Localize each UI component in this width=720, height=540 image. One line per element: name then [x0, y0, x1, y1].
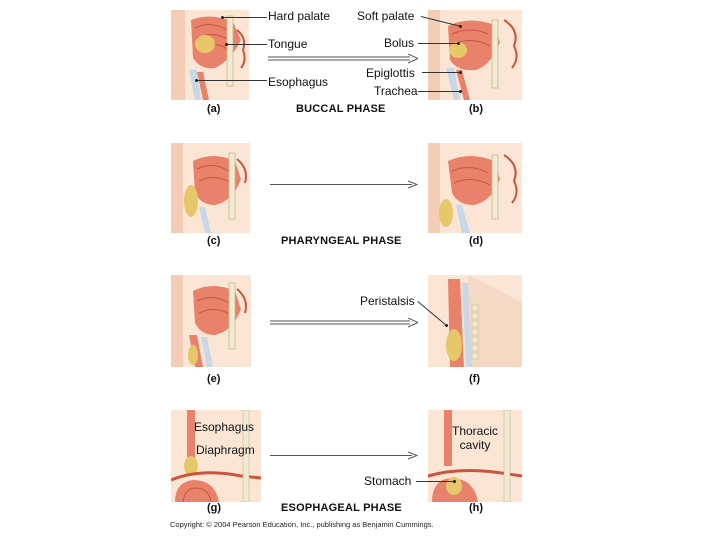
arrow-e-to-f	[270, 318, 418, 328]
dot-stomach	[453, 480, 456, 483]
panel-e-illustration	[171, 275, 251, 367]
dot-trachea	[459, 90, 462, 93]
panel-letter-c: (c)	[207, 235, 221, 247]
leader-tongue	[226, 44, 267, 45]
dot-bolus	[457, 42, 460, 45]
arrow-c-to-d	[270, 180, 418, 189]
label-thoracic-line1: Thoracic	[452, 424, 499, 438]
label-stomach: Stomach	[364, 474, 412, 488]
dot-peristalsis	[445, 324, 448, 327]
leader-stomach	[416, 481, 454, 482]
panel-f-illustration	[428, 275, 522, 367]
leader-epiglottis	[422, 72, 460, 73]
panel-letter-a: (a)	[207, 103, 221, 115]
phase-buccal: BUCCAL PHASE	[296, 103, 386, 115]
label-thoracic-line2: cavity	[459, 438, 491, 452]
label-peristalsis: Peristalsis	[360, 294, 415, 308]
phase-pharyngeal: PHARYNGEAL PHASE	[281, 235, 402, 247]
arrow-a-to-b	[268, 54, 418, 64]
arrow-g-to-h	[270, 451, 418, 460]
copyright-text: Copyright: © 2004 Pearson Education, Inc…	[170, 520, 434, 529]
panel-letter-g: (g)	[207, 502, 222, 514]
dot-epiglottis	[459, 71, 462, 74]
leader-hard-palate	[222, 17, 267, 18]
dot-tongue	[225, 43, 228, 46]
panel-d-illustration	[428, 143, 522, 233]
label-esophagus-a: Esophagus	[268, 75, 329, 89]
label-hard-palate: Hard palate	[268, 9, 331, 23]
panel-letter-b: (b)	[469, 103, 484, 115]
panel-letter-d: (d)	[469, 235, 484, 247]
label-bolus: Bolus	[384, 36, 415, 50]
leader-bolus	[418, 43, 458, 44]
dot-soft-palate	[459, 25, 462, 28]
label-tongue: Tongue	[268, 37, 308, 51]
label-trachea: Trachea	[374, 84, 418, 98]
panel-c-illustration	[171, 143, 250, 233]
leader-trachea	[418, 91, 460, 92]
panel-letter-e: (e)	[207, 373, 221, 385]
panel-letter-f: (f)	[469, 373, 480, 385]
label-thoracic-cavity: Thoracic cavity	[452, 424, 498, 452]
panel-b-illustration	[428, 10, 522, 100]
label-esophagus-g: Esophagus	[194, 420, 255, 434]
leader-esophagus-a	[196, 80, 267, 81]
panel-letter-h: (h)	[469, 502, 484, 514]
dot-esophagus-a	[195, 79, 198, 82]
panel-a-illustration	[171, 10, 249, 100]
dot-hard-palate	[221, 16, 224, 19]
label-epiglottis: Epiglottis	[366, 66, 415, 80]
phase-esophageal: ESOPHAGEAL PHASE	[281, 502, 402, 514]
panel-h-illustration	[428, 410, 522, 502]
label-diaphragm: Diaphragm	[196, 443, 255, 457]
label-soft-palate: Soft palate	[357, 9, 415, 23]
panel-g-illustration	[171, 410, 261, 502]
